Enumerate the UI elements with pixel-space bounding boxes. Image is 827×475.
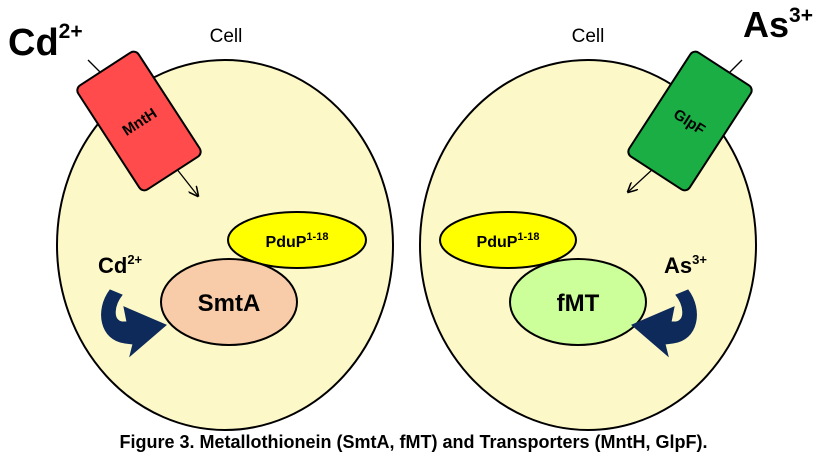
right-pdup-tag: PduP1-18 xyxy=(439,211,577,269)
left-inside-ion-base: Cd xyxy=(98,253,127,278)
left-outside-ion-charge: 2+ xyxy=(59,20,83,43)
smtA-label: SmtA xyxy=(198,290,261,317)
left-tag-base: PduP xyxy=(266,234,307,251)
right-tag-base: PduP xyxy=(477,234,518,251)
right-curved-arrow xyxy=(631,289,697,358)
left-tag-sup: 1-18 xyxy=(306,231,328,243)
left-inside-ion: Cd2+ xyxy=(98,252,143,278)
glpF-transporter: GlpF xyxy=(627,50,753,192)
svg-text:PduP1-18: PduP1-18 xyxy=(266,231,329,251)
right-inside-ion-base: As xyxy=(664,253,692,278)
right-influx-arrow xyxy=(628,167,655,192)
left-pdup-tag: PduP1-18 xyxy=(227,211,367,269)
fMT-label: fMT xyxy=(557,290,600,317)
left-cell-group: Cell Cd2+ MntH Cd2+ PduP1-18 SmtA xyxy=(8,20,394,431)
svg-text:PduP1-18: PduP1-18 xyxy=(477,231,540,251)
fMT-protein xyxy=(509,258,647,346)
right-inside-ion-charge: 3+ xyxy=(692,252,707,267)
right-inside-ion: As3+ xyxy=(664,252,707,278)
right-cell-label: Cell xyxy=(572,26,605,47)
left-cell-label: Cell xyxy=(210,26,243,47)
right-tag-sup: 1-18 xyxy=(517,231,539,243)
right-outside-ion-charge: 3+ xyxy=(789,4,813,27)
left-outside-ion-base: Cd xyxy=(8,22,59,64)
left-outside-ion: Cd2+ xyxy=(8,20,83,64)
right-outside-ion: As3+ xyxy=(743,4,813,45)
left-curved-arrow xyxy=(101,289,167,358)
smtA-protein xyxy=(160,258,298,346)
mntH-transporter: MntH xyxy=(76,50,202,192)
right-cell-group: Cell As3+ GlpF PduP1-18 fMT As3+ xyxy=(419,4,813,431)
figure-caption: Figure 3. Metallothionein (SmtA, fMT) an… xyxy=(119,432,708,452)
right-outside-ion-base: As xyxy=(743,4,789,45)
left-inside-ion-charge: 2+ xyxy=(127,252,142,267)
left-influx-arrow xyxy=(175,167,198,196)
